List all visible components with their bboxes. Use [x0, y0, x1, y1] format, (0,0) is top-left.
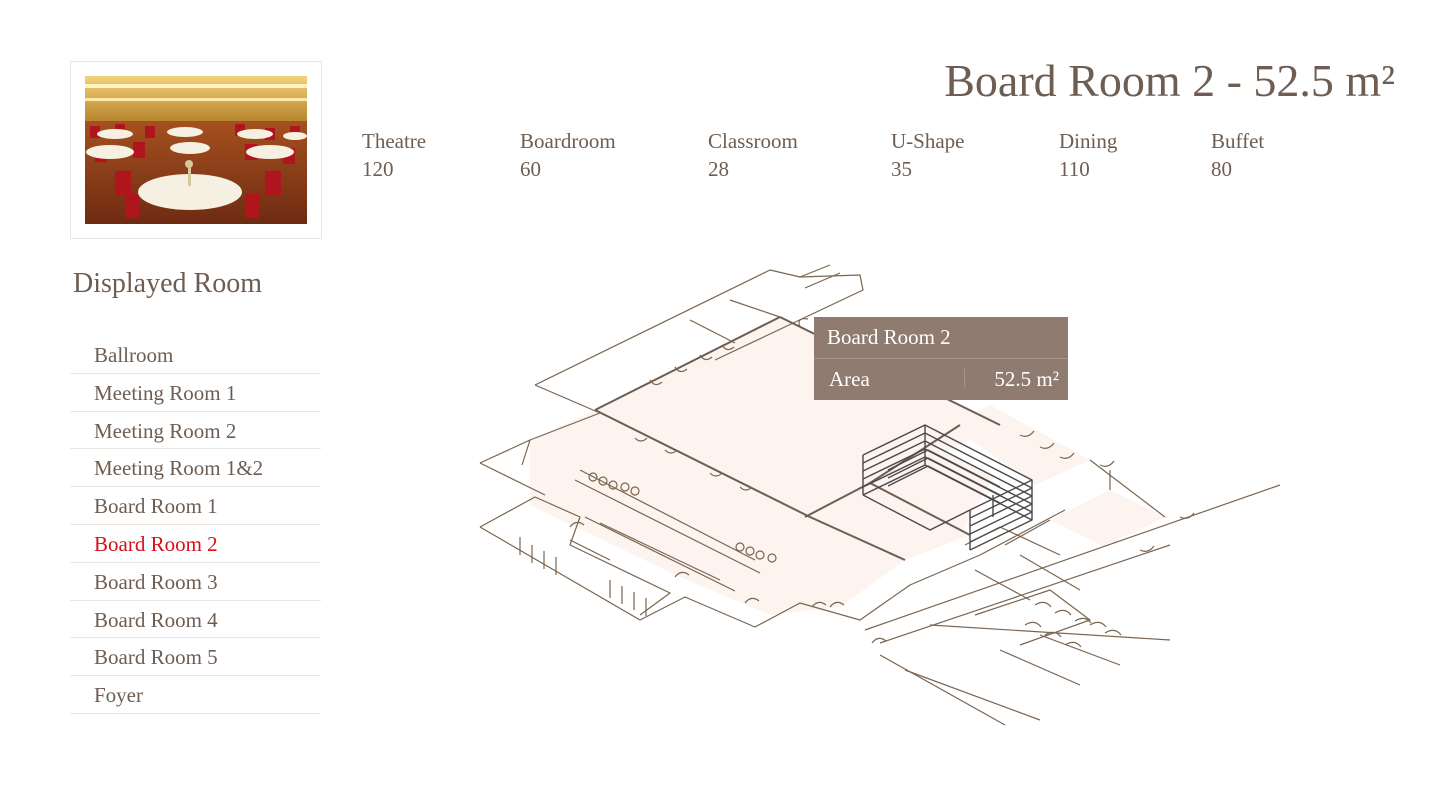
room-item-board-room-2[interactable]: Board Room 2 — [70, 525, 321, 563]
capacity-label: Classroom — [708, 129, 798, 153]
capacity-value: 80 — [1211, 157, 1232, 181]
room-item-board-room-5[interactable]: Board Room 5 — [70, 638, 321, 677]
capacity-boardroom: Boardroom 60 — [520, 128, 616, 184]
wall-outer-north — [534, 269, 864, 386]
room-item-foyer[interactable]: Foyer — [70, 676, 321, 714]
capacity-theatre: Theatre 120 — [362, 128, 426, 184]
room-item-meeting-room-1-2[interactable]: Meeting Room 1&2 — [70, 449, 321, 488]
capacity-value: 60 — [520, 157, 541, 181]
capacity-classroom: Classroom 28 — [708, 128, 798, 184]
capacity-value: 35 — [891, 157, 912, 181]
room-item-ballroom[interactable]: Ballroom — [70, 336, 321, 374]
room-board-room-2 — [805, 483, 970, 560]
room-board-room-5 — [1050, 490, 1165, 547]
room-item-board-room-4[interactable]: Board Room 4 — [70, 601, 321, 639]
capacity-label: Buffet — [1211, 129, 1265, 153]
capacity-value: 28 — [708, 157, 729, 181]
room-item-meeting-room-1[interactable]: Meeting Room 1 — [70, 374, 321, 412]
page-title: Board Room 2 - 52.5 m² — [944, 55, 1395, 106]
room-meeting-rooms — [530, 410, 905, 615]
capacity-label: Boardroom — [520, 129, 616, 153]
sidebar-title: Displayed Room — [73, 268, 262, 299]
capacity-value: 120 — [362, 157, 394, 181]
room-tooltip: Board Room 2 Area 52.5 m² — [814, 317, 1068, 400]
capacity-dining: Dining 110 — [1059, 128, 1117, 184]
capacity-label: Dining — [1059, 129, 1118, 153]
room-item-meeting-room-2[interactable]: Meeting Room 2 — [70, 412, 321, 450]
tooltip-area-row: Area 52.5 m² — [814, 359, 1068, 399]
capacity-value: 110 — [1059, 157, 1090, 181]
tooltip-separator — [964, 369, 965, 387]
room-item-board-room-1[interactable]: Board Room 1 — [70, 487, 321, 525]
capacity-u-shape: U-Shape 35 — [891, 128, 964, 184]
room-board-room-4 — [950, 405, 1090, 485]
capacity-label: Theatre — [362, 129, 427, 153]
capacity-label: U-Shape — [891, 129, 965, 153]
capacity-buffet: Buffet 80 — [1211, 128, 1264, 184]
floor-plan — [460, 255, 1300, 745]
tooltip-area-label: Area — [829, 367, 870, 391]
room-item-board-room-3[interactable]: Board Room 3 — [70, 563, 321, 601]
room-ballroom — [595, 317, 1000, 517]
tooltip-title: Board Room 2 — [814, 317, 1068, 359]
room-list: Ballroom Meeting Room 1 Meeting Room 2 M… — [70, 336, 321, 714]
tooltip-area-value: 52.5 m² — [994, 367, 1059, 391]
room-photo-frame — [70, 61, 322, 239]
room-photo — [85, 76, 307, 224]
